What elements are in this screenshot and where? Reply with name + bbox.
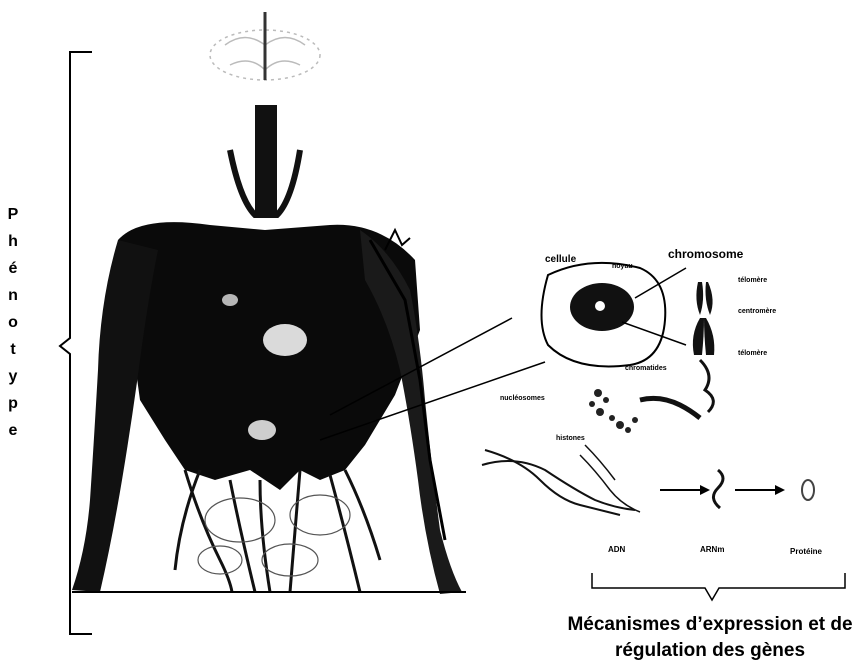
label-telomere-bottom: télomère [738,350,767,357]
phenotype-letter: y [6,367,20,386]
caption-line-1: Mécanismes d’expression et de [540,612,863,638]
phenotype-letter: o [6,313,20,332]
label-chromosome: chromosome [668,247,744,261]
phenotype-letter: h [6,232,20,251]
phenotype-letter: n [6,286,20,305]
brain-image [210,12,320,80]
caption-line-2: régulation des gènes [540,638,863,664]
chromosome-drawing [693,282,714,412]
phenotype-letter: é [6,259,20,278]
dna-drawing [482,445,640,515]
human-body-image [72,105,466,594]
expression-bracket [592,573,845,600]
nucleosome-drawing [589,389,700,433]
label-chromatides: chromatides [625,365,667,372]
phenotype-letter: t [6,340,20,359]
label-arnm: ARNm [700,545,724,554]
label-histones: histones [556,435,585,442]
label-cellule: cellule [545,254,577,265]
label-proteine: Protéine [790,547,823,556]
phenotype-letter: P [6,205,20,224]
mrna-drawing [713,470,723,508]
label-noyau: noyau [612,263,633,270]
expression-arrows [660,485,785,495]
label-telomere-top: télomère [738,277,767,284]
protein-drawing [802,480,814,500]
label-centromere: centromère [738,308,776,315]
cell-drawing [542,263,687,367]
label-adn: ADN [608,545,626,554]
phenotype-letter: p [6,394,20,413]
phenotype-letter: e [6,421,20,440]
label-nucleosomes: nucléosomes [500,395,545,402]
